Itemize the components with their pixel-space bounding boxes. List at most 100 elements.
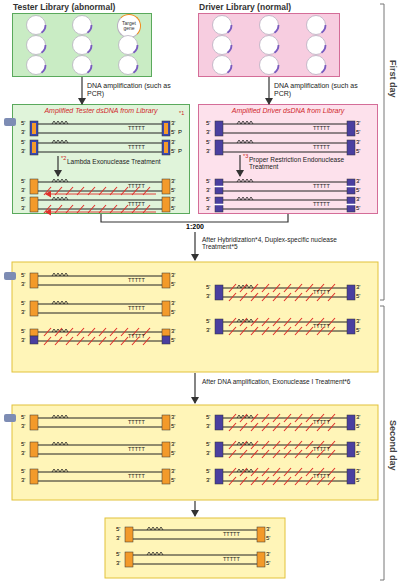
dna-molecule bbox=[215, 140, 355, 155]
degraded-mark bbox=[99, 187, 106, 195]
strand-end-label: 3' bbox=[116, 560, 120, 567]
adapter-block bbox=[347, 179, 355, 194]
strand-end-label: 5' bbox=[206, 284, 210, 291]
strand-end-label: 3' bbox=[206, 327, 210, 334]
degraded-mark bbox=[284, 284, 291, 292]
degraded-mark bbox=[328, 327, 335, 335]
strand-end-label: 5' bbox=[206, 318, 210, 325]
primer-site bbox=[52, 197, 68, 200]
strand-end-label: 3' bbox=[206, 450, 210, 457]
flow-arrow bbox=[81, 77, 82, 104]
degraded-mark bbox=[251, 450, 258, 458]
strand-end-label: 3' bbox=[356, 414, 360, 421]
strand-end-label: 3' bbox=[356, 120, 360, 127]
primer-site bbox=[52, 179, 68, 182]
strand-end-label: 3' bbox=[171, 414, 175, 421]
degraded-mark bbox=[240, 450, 247, 458]
dna-strand bbox=[223, 454, 347, 455]
degraded-mark bbox=[132, 337, 139, 345]
adapter-block bbox=[125, 552, 133, 567]
degraded-mark bbox=[229, 284, 236, 292]
degraded-mark bbox=[132, 187, 139, 195]
result-panels bbox=[12, 262, 378, 578]
strand-end-label: 5' bbox=[171, 423, 175, 430]
strand-end-label: 3' bbox=[356, 318, 360, 325]
dna-molecule bbox=[215, 284, 355, 301]
strand-end-label: 3' bbox=[206, 148, 210, 155]
degraded-mark bbox=[143, 187, 150, 195]
degraded-mark bbox=[317, 450, 324, 458]
degraded-mark bbox=[132, 328, 139, 336]
adapter-block bbox=[162, 273, 170, 288]
digestion-arrow bbox=[46, 194, 156, 195]
strand-end-label: 5' bbox=[21, 441, 25, 448]
adapter-stripe bbox=[32, 123, 36, 134]
dna-strand bbox=[38, 182, 162, 183]
strand-end-label: 3' bbox=[171, 272, 175, 279]
strand-end-label: 3' bbox=[206, 205, 210, 212]
dna-strand bbox=[133, 564, 257, 565]
adapter-block bbox=[215, 285, 223, 300]
degraded-mark bbox=[44, 205, 51, 213]
dna-strand bbox=[38, 285, 162, 286]
dna-strand bbox=[133, 555, 257, 556]
strand-end-label: 3' bbox=[21, 148, 25, 155]
strand-end-label: 5' bbox=[206, 468, 210, 475]
strand-end-label: 3' bbox=[356, 178, 360, 185]
degraded-mark bbox=[229, 441, 236, 449]
degraded-mark bbox=[273, 450, 280, 458]
strand-end-label: 5' bbox=[21, 328, 25, 335]
strand-end-label: 5' bbox=[266, 535, 270, 542]
degraded-mark bbox=[99, 205, 106, 213]
day-label: Second day bbox=[387, 420, 397, 471]
adapter-block bbox=[257, 527, 265, 542]
dna-molecule bbox=[30, 140, 170, 155]
dna-strand bbox=[38, 143, 162, 144]
degraded-mark bbox=[295, 318, 302, 326]
polya-label: TTTTT bbox=[223, 531, 240, 538]
adapter-block bbox=[162, 336, 170, 344]
degraded-mark bbox=[273, 414, 280, 422]
degraded-mark bbox=[44, 328, 51, 336]
degraded-mark bbox=[66, 328, 73, 336]
dna-strand bbox=[223, 143, 347, 144]
degraded-mark bbox=[273, 327, 280, 335]
adapter-block bbox=[30, 121, 38, 136]
dna-strand bbox=[38, 133, 162, 134]
degraded-mark bbox=[143, 205, 150, 213]
phosphate-label: P bbox=[178, 148, 182, 155]
polya-label: TTTTT bbox=[313, 446, 330, 453]
dna-strand bbox=[38, 418, 162, 419]
adapter-block bbox=[162, 140, 170, 155]
strand-end-label: 5' bbox=[206, 120, 210, 127]
adapter-block bbox=[30, 329, 38, 336]
degraded-mark bbox=[55, 337, 62, 345]
edge-label: DNA amplification (such as PCR) bbox=[274, 82, 369, 98]
polya-label: TTTTT bbox=[313, 289, 330, 296]
adapter-block bbox=[162, 197, 170, 212]
degraded-mark bbox=[229, 414, 236, 422]
polya-label: TTTTT bbox=[313, 323, 330, 330]
degraded-mark bbox=[306, 477, 313, 485]
polya-label: TTTTT bbox=[313, 473, 330, 480]
dna-strand bbox=[133, 530, 257, 531]
dna-strand bbox=[223, 445, 347, 446]
degraded-mark bbox=[55, 187, 62, 195]
degraded-mark bbox=[273, 477, 280, 485]
dna-strand bbox=[223, 209, 347, 210]
degraded-mark bbox=[328, 318, 335, 326]
degraded-mark bbox=[262, 327, 269, 335]
degraded-mark bbox=[229, 477, 236, 485]
degraded-mark bbox=[88, 337, 95, 345]
dna-strand bbox=[223, 124, 347, 125]
dna-molecule bbox=[125, 527, 265, 542]
degraded-mark bbox=[306, 293, 313, 301]
dna-strand bbox=[38, 332, 162, 333]
strand-end-label: 5' bbox=[206, 178, 210, 185]
strand-end-label: 3' bbox=[21, 187, 25, 194]
degraded-mark bbox=[306, 468, 313, 476]
strand-end-label: 3' bbox=[171, 300, 175, 307]
degraded-mark bbox=[229, 450, 236, 458]
adapter-block bbox=[347, 415, 355, 430]
degraded-mark bbox=[240, 318, 247, 326]
